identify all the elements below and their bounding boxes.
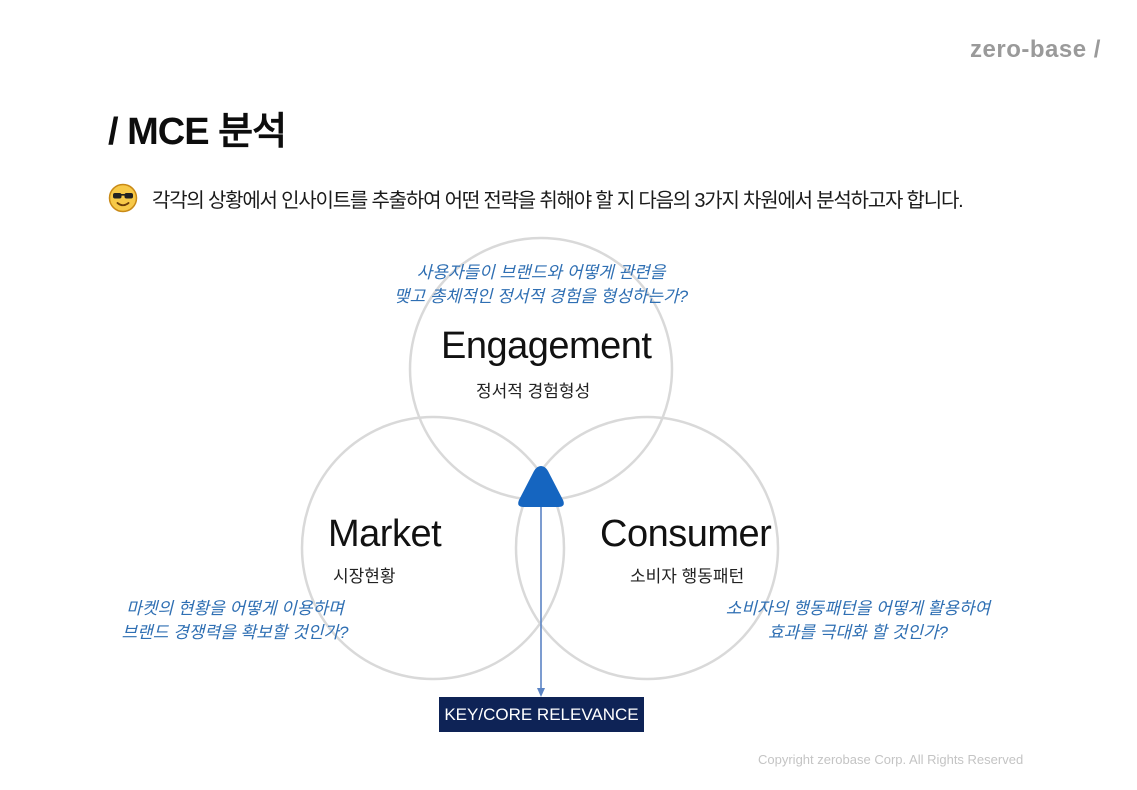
consumer-title: Consumer — [600, 513, 772, 555]
engagement-subtitle: 정서적 경험형성 — [476, 382, 591, 401]
center-triangle-icon — [518, 466, 564, 507]
market-circle — [300, 415, 566, 681]
consumer-circle — [514, 415, 780, 681]
zero-base-logo: zero-base / — [970, 36, 1101, 63]
sunglasses-emoji-icon — [108, 183, 138, 213]
engagement-question: 사용자들이 브랜드와 어떻게 관련을 맺고 총체적인 정서적 경험을 형성하는가… — [393, 263, 689, 306]
key-core-relevance-badge: KEY/CORE RELEVANCE — [439, 697, 644, 732]
market-subtitle: 시장현황 — [333, 567, 396, 586]
consumer-question: 소비자의 행동패턴을 어떻게 활용하여 효과를 극대화 할 것인가? — [725, 599, 991, 642]
page-title: / MCE 분석 — [108, 111, 287, 153]
market-title: Market — [328, 513, 442, 555]
market-question: 마켓의 현황을 어떻게 이용하며 브랜드 경쟁력을 확보할 것인가? — [121, 599, 349, 642]
intro-text: 각각의 상황에서 인사이트를 추출하여 어떤 전략을 취해야 할 지 다음의 3… — [152, 189, 964, 212]
consumer-subtitle: 소비자 행동패턴 — [630, 567, 745, 586]
engagement-title: Engagement — [441, 325, 652, 367]
intro-line: 각각의 상황에서 인사이트를 추출하여 어떤 전략을 취해야 할 지 다음의 3… — [108, 183, 964, 213]
key-arrow-tail-head — [537, 688, 545, 697]
copyright-text: Copyright zerobase Corp. All Rights Rese… — [758, 752, 1024, 767]
